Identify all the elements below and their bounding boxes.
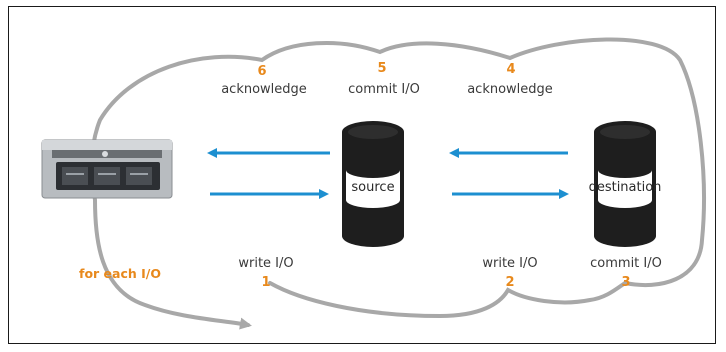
step-6-number: 6 [257, 64, 266, 79]
step-5-number: 5 [377, 61, 386, 76]
source-cylinder-icon [342, 121, 404, 247]
step-4-number: 4 [506, 62, 515, 77]
step-1-label: write I/O [238, 256, 293, 271]
step-4-label: acknowledge [467, 82, 553, 97]
step-1-number: 1 [261, 275, 270, 290]
source-label: source [351, 180, 394, 195]
rack-server-icon [41, 139, 173, 199]
step-3-label: commit I/O [590, 256, 662, 271]
step-6-label: acknowledge [221, 82, 307, 97]
destination-cylinder-icon [594, 121, 656, 247]
step-5-label: commit I/O [348, 82, 420, 97]
step-2-number: 2 [505, 275, 514, 290]
step-3-number: 3 [621, 275, 630, 290]
destination-label: destination [589, 180, 662, 195]
for-each-io-label: for each I/O [79, 266, 161, 281]
step-2-label: write I/O [482, 256, 537, 271]
